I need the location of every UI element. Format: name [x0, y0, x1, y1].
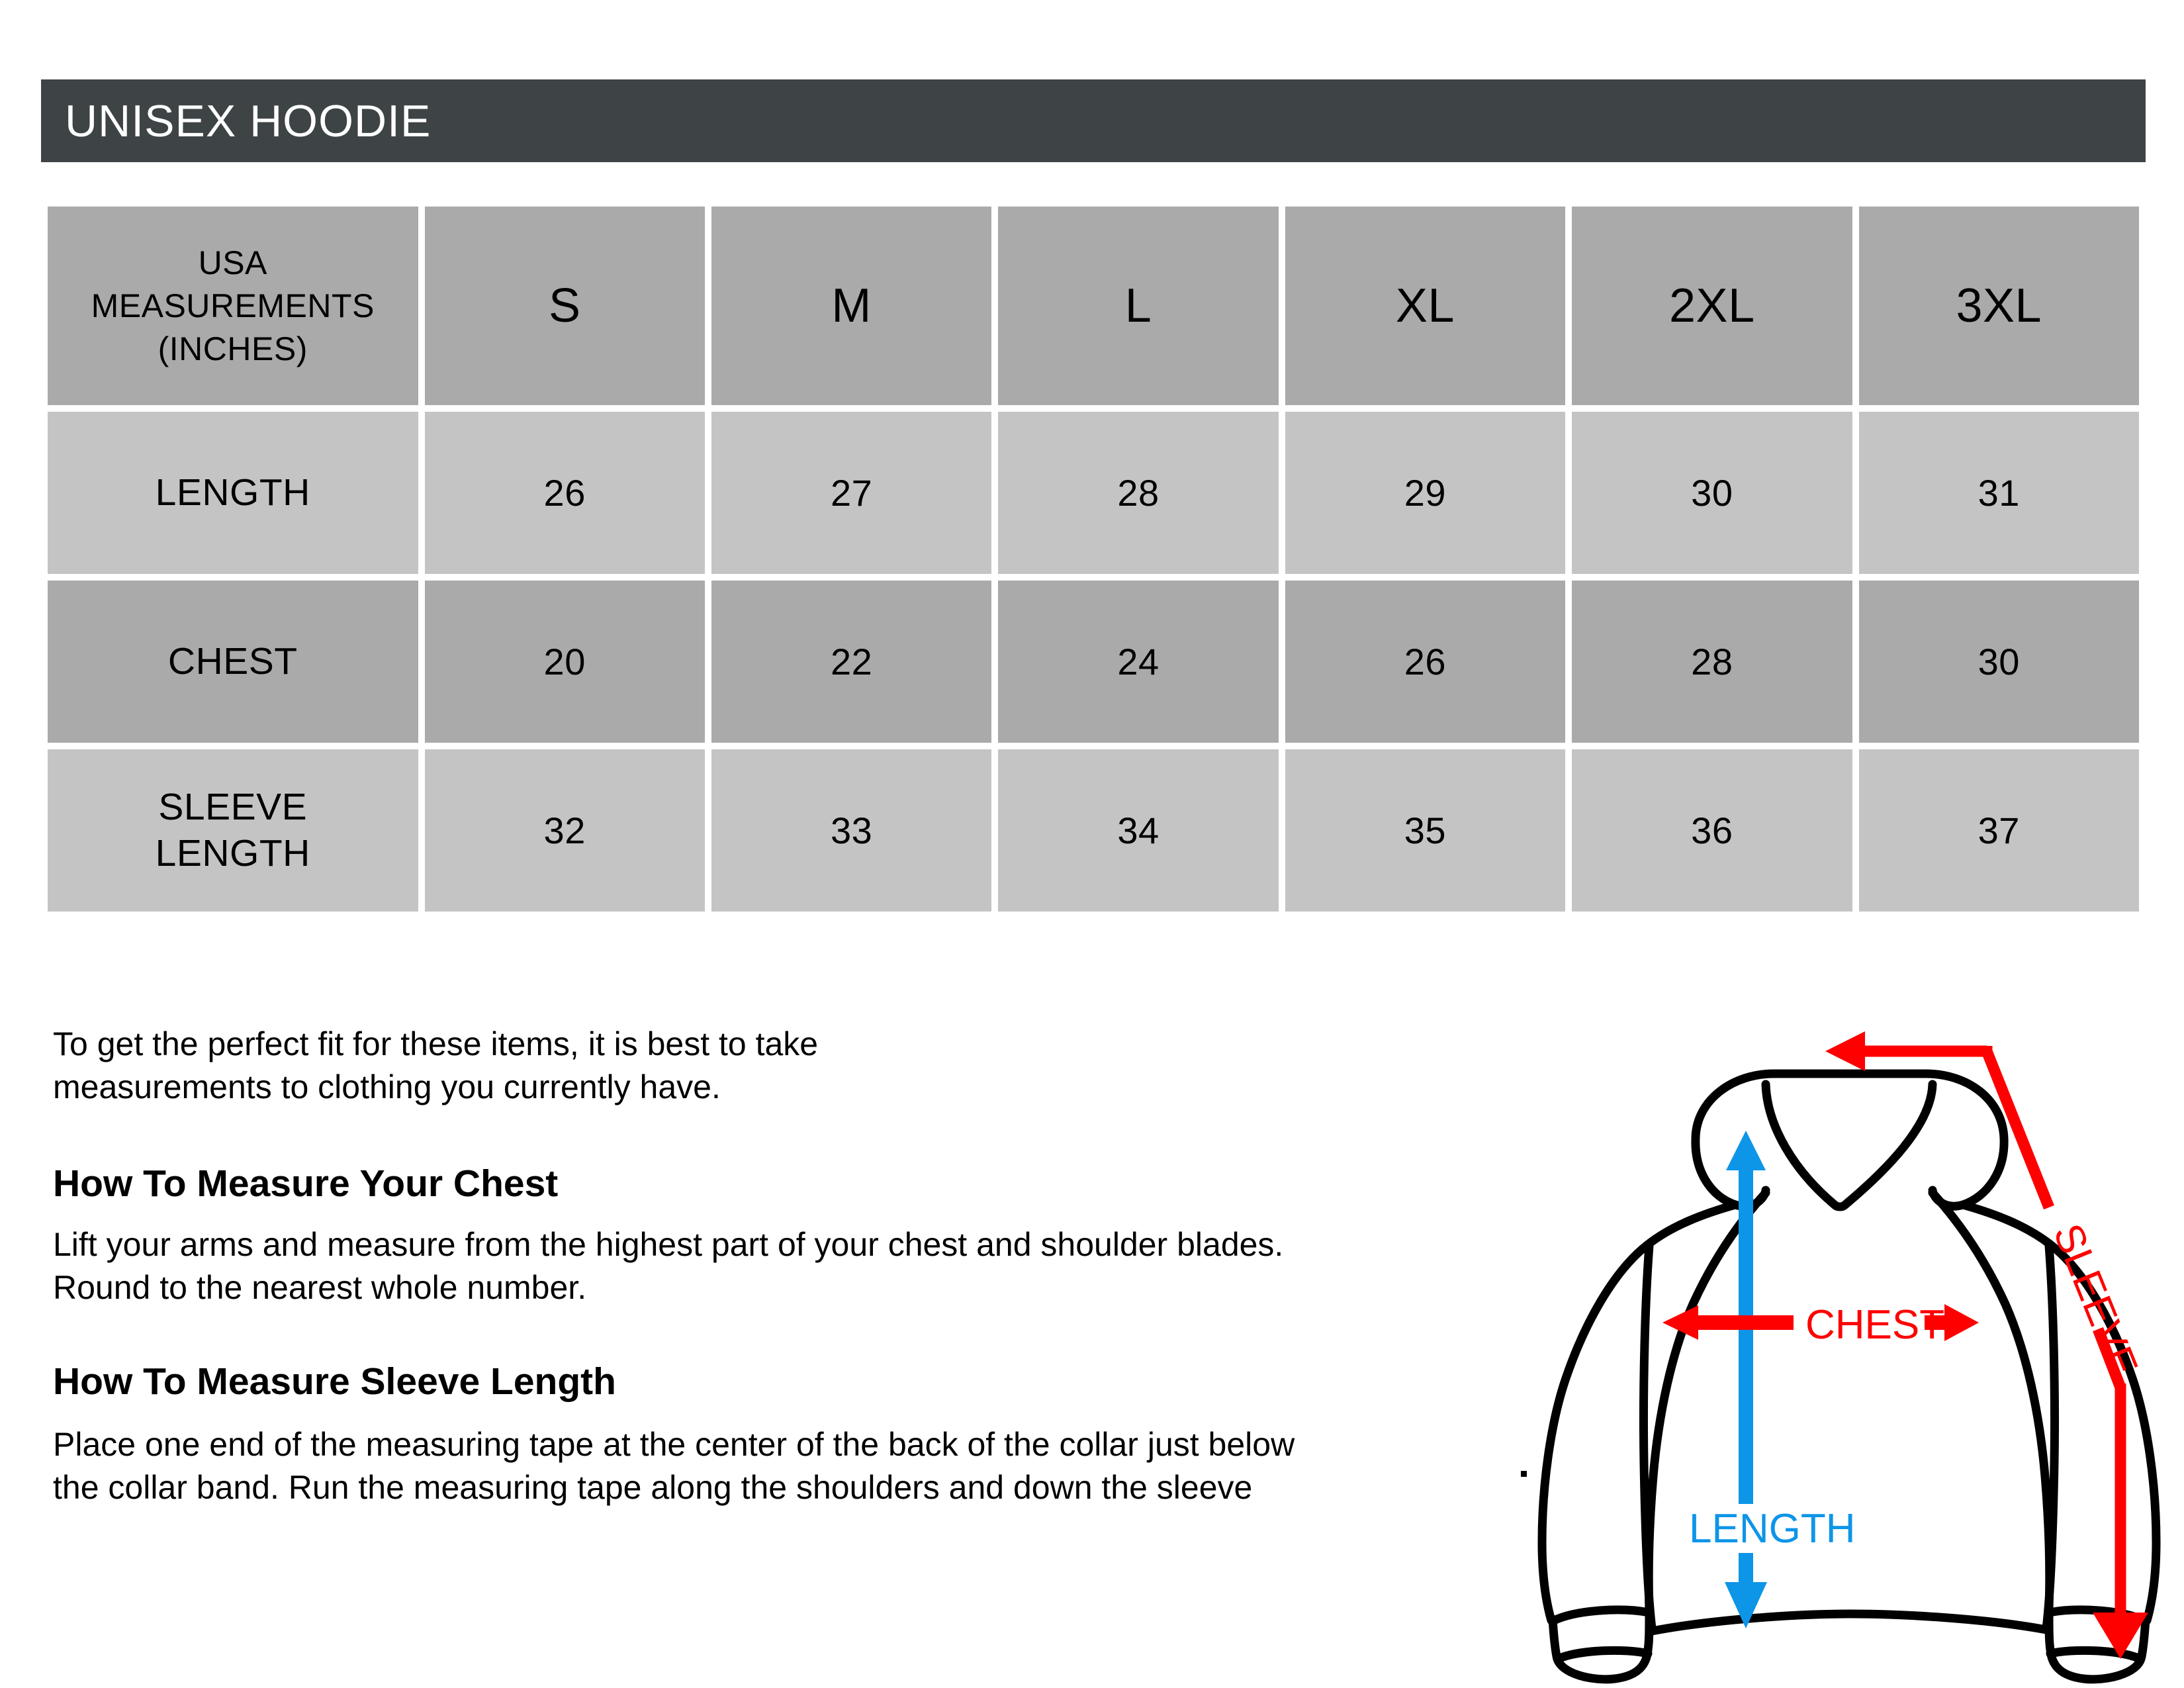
size-chart-table: USA MEASUREMENTS (INCHES) S M L XL 2XL 3… [41, 200, 2146, 918]
length-2xl: 30 [1572, 412, 1852, 574]
chest-xl: 26 [1285, 581, 1566, 743]
sleeve-body-line-2: the collar band. Run the measuring tape … [53, 1468, 1253, 1506]
chest-arrow-icon [1662, 1304, 1979, 1341]
sleeve-label: SLEEVE [2044, 1217, 2146, 1383]
size-header-m: M [711, 207, 992, 405]
chest-section-heading: How To Measure Your Chest [53, 1162, 559, 1205]
chest-l: 24 [998, 581, 1279, 743]
chest-2xl: 28 [1572, 581, 1852, 743]
sleeve-section-heading: How To Measure Sleeve Length [53, 1360, 616, 1403]
spacer [53, 1309, 1542, 1358]
row-label-sleeve-length: SLEEVE LENGTH [48, 749, 418, 912]
measurements-unit-header: USA MEASUREMENTS (INCHES) [48, 207, 418, 405]
length-m: 27 [711, 412, 992, 574]
sleeve-2xl: 36 [1572, 749, 1852, 912]
chest-3xl: 30 [1858, 581, 2139, 743]
instructions-block: To get the perfect fit for these items, … [53, 1023, 1542, 1509]
table-row-length: LENGTH 26 27 28 29 30 31 [48, 412, 2139, 574]
page-title: UNISEX HOODIE [65, 95, 432, 146]
length-arrow-icon [1686, 1131, 1885, 1628]
sleeve-l: 34 [998, 749, 1279, 912]
chest-s: 20 [424, 581, 705, 743]
table-row-chest: CHEST 20 22 24 26 28 30 [48, 581, 2139, 743]
chest-m: 22 [711, 581, 992, 743]
sleeve-m: 33 [711, 749, 992, 912]
row-label-chest: CHEST [48, 581, 418, 743]
stray-mark [1521, 1471, 1527, 1477]
size-header-2xl: 2XL [1572, 207, 1852, 405]
spacer [53, 1207, 1542, 1223]
size-header-3xl: 3XL [1858, 207, 2139, 405]
corner-label-line2: MEASUREMENTS [91, 287, 375, 324]
spacer [53, 1406, 1542, 1423]
length-l: 28 [998, 412, 1279, 574]
sleeve-label-line2: LENGTH [155, 831, 310, 874]
hoodie-outline-icon [1537, 1069, 2161, 1684]
sleeve-arrow-icon [1825, 1031, 2148, 1659]
intro-line-1: To get the perfect fit for these items, … [53, 1025, 819, 1062]
size-header-l: L [998, 207, 1279, 405]
table-row-sleeve-length: SLEEVE LENGTH 32 33 34 35 36 37 [48, 749, 2139, 912]
intro-line-2: measurements to clothing you currently h… [53, 1068, 721, 1105]
length-xl: 29 [1285, 412, 1566, 574]
size-header-xl: XL [1285, 207, 1566, 405]
corner-label-line1: USA [198, 244, 267, 281]
sleeve-3xl: 37 [1858, 749, 2139, 912]
sleeve-xl: 35 [1285, 749, 1566, 912]
table-header-row: USA MEASUREMENTS (INCHES) S M L XL 2XL 3… [48, 207, 2139, 405]
size-header-s: S [424, 207, 705, 405]
length-s: 26 [424, 412, 705, 574]
corner-label-line3: (INCHES) [158, 330, 308, 367]
sleeve-label-line1: SLEEVE [158, 785, 308, 828]
spacer [53, 1109, 1542, 1160]
title-bar: UNISEX HOODIE [41, 79, 2146, 162]
hoodie-measurement-diagram: LENGTH CHEST SLEEVE [1516, 1013, 2184, 1688]
chest-body-line-1: Lift your arms and measure from the high… [53, 1226, 1284, 1264]
chest-label: CHEST [1805, 1302, 1944, 1348]
length-3xl: 31 [1858, 412, 2139, 574]
length-label: LENGTH [1689, 1506, 1855, 1552]
sleeve-body-line-1: Place one end of the measuring tape at t… [53, 1425, 1295, 1463]
sleeve-s: 32 [424, 749, 705, 912]
chest-body-line-2: Round to the nearest whole number. [53, 1269, 587, 1307]
row-label-length: LENGTH [48, 412, 418, 574]
